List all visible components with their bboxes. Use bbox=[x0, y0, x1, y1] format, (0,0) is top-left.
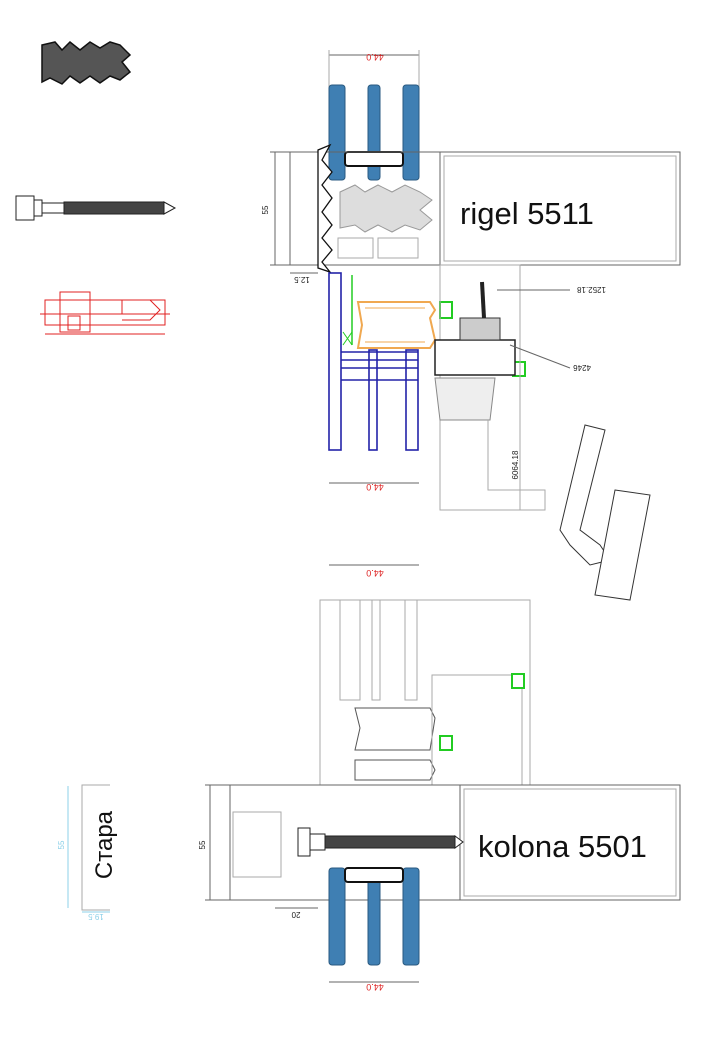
dim-rigel-offset: 12.5 bbox=[294, 275, 310, 284]
dim-part-b: 4246 bbox=[573, 363, 591, 372]
dim-kolona-height: 55 bbox=[198, 840, 207, 849]
kolona-label: kolona 5501 bbox=[478, 829, 647, 864]
dim-rigel-height: 55 bbox=[261, 205, 270, 214]
dim-glass-top: 44.0 bbox=[366, 52, 384, 62]
dim-glass-bottom: 44.0 bbox=[366, 982, 384, 992]
dim-glass-mid: 44.0 bbox=[366, 482, 384, 492]
dim-old-width: 19.5 bbox=[88, 912, 104, 921]
kolona-5501-section: 55 20 kolona 5501 bbox=[198, 784, 681, 919]
red-detail-sketch bbox=[40, 291, 170, 335]
rigel-label: rigel 5511 bbox=[460, 196, 594, 231]
lower-frame: 44.0 bbox=[319, 564, 531, 786]
mullion-profile: 1252.18 4246 6064.18 bbox=[434, 264, 606, 511]
old-label: Стара bbox=[91, 810, 118, 879]
rigel-5511-section: 55 12.5 rigel 5511 bbox=[261, 143, 681, 284]
screw-icon bbox=[15, 195, 177, 221]
bottom-glazing: 44.0 bbox=[328, 867, 420, 992]
top-glazing: 44.0 bbox=[328, 50, 420, 181]
old-profile: 55 19.5 Стара bbox=[57, 784, 118, 921]
dim-old-height: 55 bbox=[57, 840, 66, 849]
outline-glazing: 44.0 bbox=[328, 272, 419, 492]
handle-icon bbox=[559, 424, 651, 601]
dim-part-c: 6064.18 bbox=[511, 450, 520, 479]
gasket-profile-icon bbox=[41, 40, 132, 85]
dim-glass-low-top: 44.0 bbox=[366, 568, 384, 578]
dim-kolona-offset: 20 bbox=[291, 910, 300, 919]
dim-part-a: 1252.18 bbox=[577, 285, 606, 294]
